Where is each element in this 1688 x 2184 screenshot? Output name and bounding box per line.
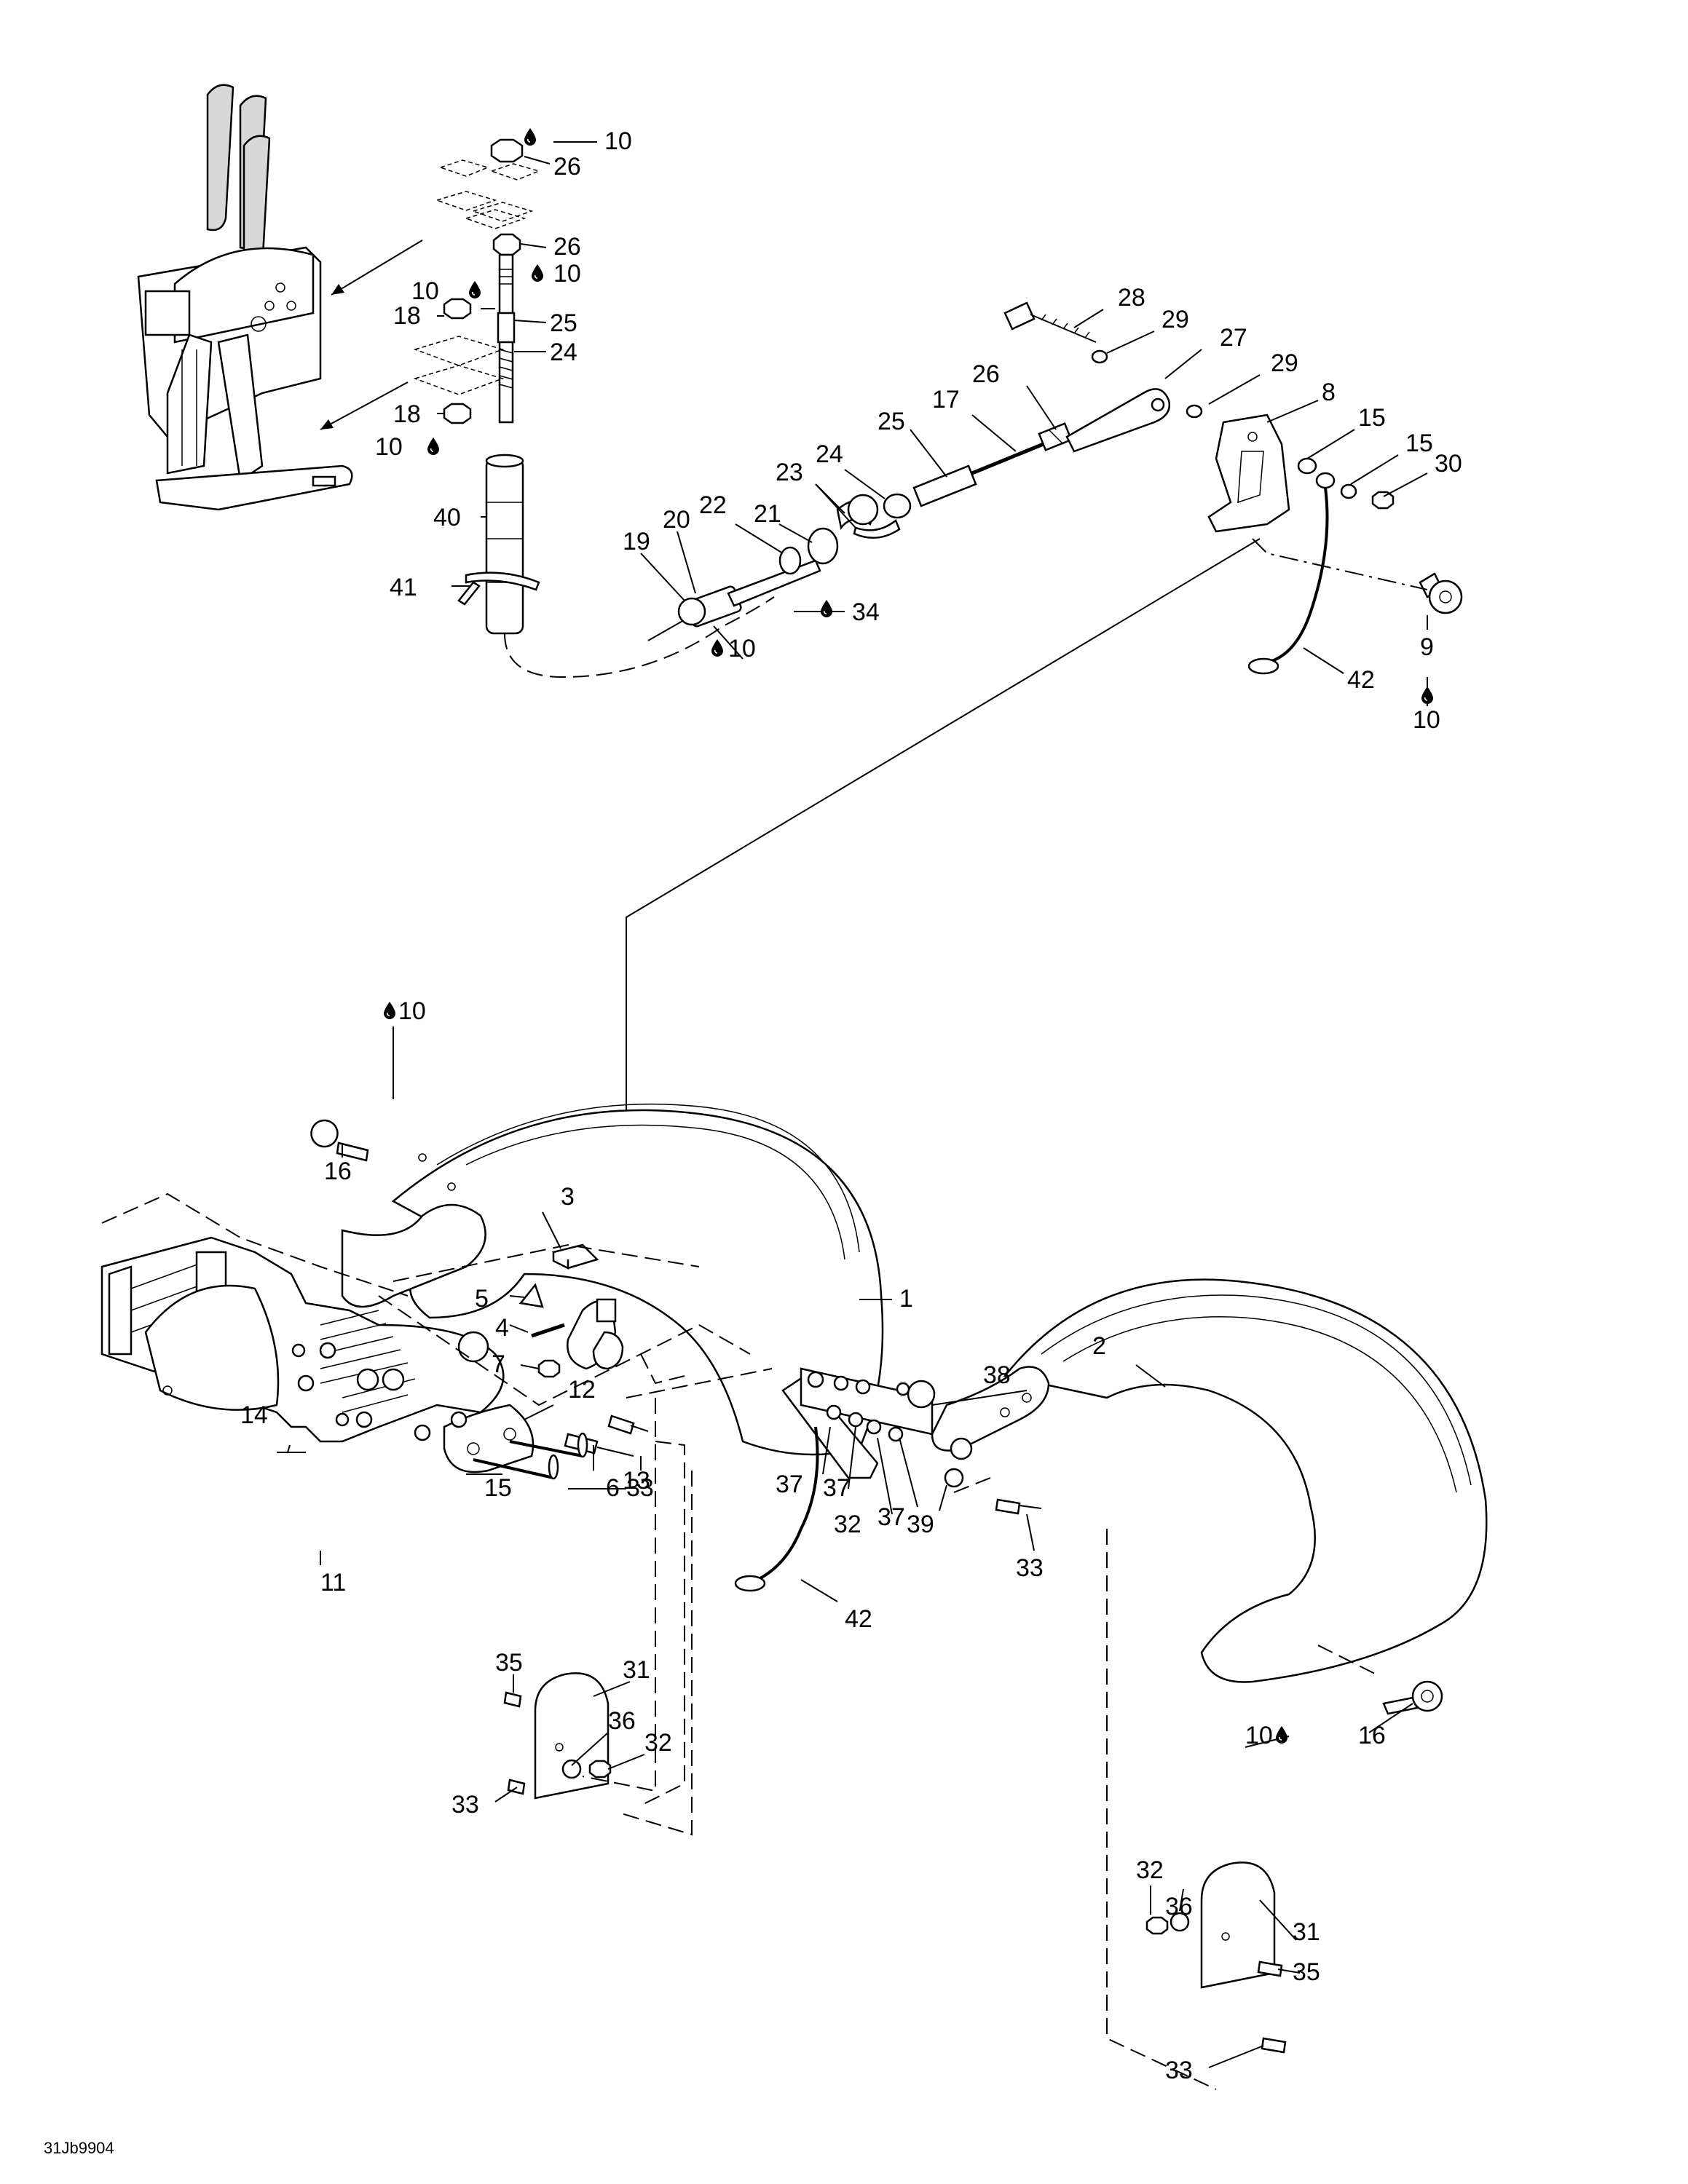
label-23: 23 (776, 459, 803, 486)
label-33: 33 (1165, 2057, 1193, 2084)
label-25: 25 (877, 408, 905, 435)
label-32: 32 (1136, 1856, 1164, 1884)
label-25: 25 (550, 309, 577, 337)
label-10: 10 (1245, 1722, 1273, 1749)
label-35: 35 (1293, 1958, 1320, 1986)
label-1: 1 (899, 1285, 913, 1313)
label-41: 41 (390, 574, 417, 601)
assembly-arrows (320, 240, 423, 430)
label-31: 31 (623, 1656, 650, 1684)
label-10: 10 (1413, 706, 1440, 734)
label-26: 26 (972, 360, 1000, 388)
label-37: 37 (823, 1474, 851, 1502)
label-21: 21 (754, 500, 781, 528)
label-10: 10 (604, 127, 632, 155)
leader-lines (277, 141, 1428, 2068)
label-32: 32 (644, 1729, 672, 1757)
cable-end-parts (647, 301, 1463, 675)
label-4: 4 (495, 1314, 509, 1342)
label-15: 15 (1405, 430, 1433, 457)
label-13: 13 (623, 1467, 650, 1495)
label-38: 38 (983, 1361, 1011, 1389)
label-22: 22 (699, 491, 727, 519)
label-42: 42 (845, 1605, 872, 1633)
label-27: 27 (1220, 324, 1247, 352)
label-31: 31 (1293, 1918, 1320, 1946)
oil-drop-icon (711, 638, 724, 657)
label-18: 18 (393, 400, 421, 428)
label-14: 14 (240, 1401, 268, 1429)
label-30: 30 (1435, 450, 1462, 478)
label-6: 6 (606, 1474, 620, 1502)
label-26: 26 (553, 153, 581, 181)
label-37: 37 (776, 1471, 803, 1498)
label-8: 8 (1322, 379, 1336, 406)
cover-31-right (1145, 1861, 1287, 2054)
label-36: 36 (1165, 1893, 1193, 1920)
label-28: 28 (1118, 284, 1145, 312)
label-10: 10 (411, 277, 439, 305)
label-32: 32 (834, 1511, 861, 1538)
label-18: 18 (393, 302, 421, 330)
part-number-labels: 10 26 26 10 10 18 25 24 18 10 40 41 19 2… (240, 127, 1462, 2084)
label-16: 16 (1358, 1722, 1386, 1749)
rod-assembly (413, 138, 775, 678)
label-33: 33 (626, 1474, 654, 1502)
oil-drop-icon (1275, 1725, 1288, 1744)
oil-drop-icon (531, 264, 544, 282)
mount-bracket-11 (100, 1236, 505, 1443)
label-29: 29 (1162, 306, 1189, 333)
cover-31-left (503, 1672, 612, 1800)
label-17: 17 (932, 386, 960, 414)
label-42: 42 (1347, 666, 1375, 694)
drawing-code: 31Jb9904 (44, 2139, 114, 2157)
label-33: 33 (1016, 1554, 1044, 1582)
oil-drop-icon (383, 1001, 396, 1020)
label-29: 29 (1271, 349, 1298, 377)
label-19: 19 (623, 528, 650, 555)
label-26: 26 (553, 233, 581, 261)
label-10: 10 (553, 260, 581, 288)
label-12: 12 (568, 1376, 596, 1404)
label-34: 34 (852, 598, 880, 626)
label-2: 2 (1092, 1332, 1106, 1360)
label-10: 10 (398, 997, 426, 1025)
label-33: 33 (451, 1791, 479, 1819)
label-3: 3 (561, 1183, 575, 1211)
lever-parts (518, 1243, 624, 1378)
label-7: 7 (492, 1350, 505, 1378)
label-36: 36 (608, 1707, 636, 1735)
label-11: 11 (320, 1569, 346, 1597)
oil-drop-icon (1421, 686, 1434, 705)
oil-drop-icon (468, 280, 481, 299)
label-9: 9 (1420, 633, 1434, 661)
label-5: 5 (475, 1285, 489, 1313)
label-24: 24 (816, 440, 843, 468)
label-10: 10 (728, 635, 756, 662)
label-24: 24 (550, 339, 577, 366)
oil-drop-icon (820, 599, 833, 618)
housing-1 (310, 1103, 884, 1456)
control-box-assembly (137, 84, 353, 511)
label-40: 40 (433, 504, 461, 531)
label-16: 16 (324, 1158, 352, 1185)
label-20: 20 (663, 506, 690, 534)
label-15: 15 (484, 1474, 512, 1502)
construction-lines (101, 1192, 1377, 2090)
label-15: 15 (1358, 404, 1386, 432)
label-37: 37 (877, 1503, 905, 1531)
bolts-center (564, 1415, 649, 1457)
oil-drop-icon (524, 127, 537, 146)
plate-12 (414, 1404, 588, 1480)
label-39: 39 (907, 1511, 934, 1538)
housing-2 (931, 1278, 1488, 1715)
oil-drop-icon (427, 437, 440, 456)
label-10: 10 (375, 433, 403, 461)
label-35: 35 (495, 1649, 523, 1677)
